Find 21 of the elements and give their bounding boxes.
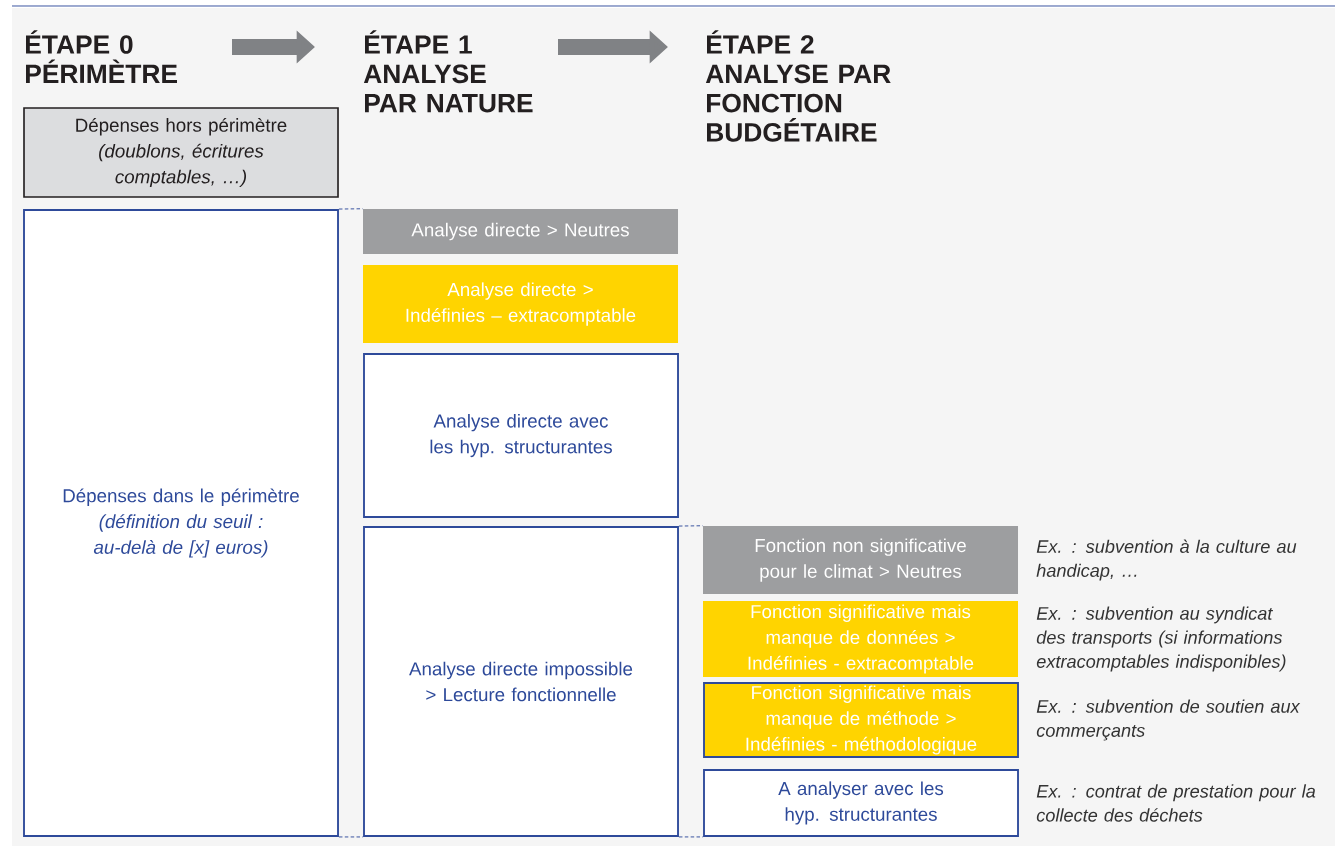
category-box: Analyse directe impossible > Lecture fonctionnelle	[363, 526, 679, 837]
example-note: Ex. : subvention de soutien aux commerçants	[1036, 699, 1301, 741]
example-note: Ex. : subvention à la culture au handicap, …	[1036, 539, 1297, 581]
dashed-connector	[338, 208, 364, 210]
category-box: Analyse directe avec les hyp. structurantes	[363, 353, 679, 518]
dashed-connector	[338, 836, 364, 838]
category-box: Fonction significative mais manque de données > Indéfinies - extracomptable	[703, 601, 1018, 677]
category-box: Dépenses hors périmètre (doublons, écritures comptables, …)	[23, 107, 339, 198]
step-heading: ÉTAPE 1 ANALYSE PAR NATURE	[363, 30, 533, 113]
step-heading: ÉTAPE 2 ANALYSE PAR FONCTION BUDGÉTAIRE	[705, 30, 891, 142]
step-heading: ÉTAPE 0 PÉRIMÈTRE	[26, 30, 177, 83]
category-box: Dépenses dans le périmètre (définition du seuil : au-delà de [x] euros)	[23, 209, 339, 837]
dashed-connector	[678, 836, 704, 838]
example-note: Ex. : subvention au syndicat des transports (si informations extracomptables indisponibles)	[1036, 606, 1286, 672]
dashed-connector	[678, 525, 704, 527]
category-box: Fonction non significative pour le climat > Neutres	[703, 526, 1018, 594]
example-note: Ex. : contrat de prestation pour la collecte des déchets	[1036, 784, 1316, 822]
category-box: Analyse directe > Neutres	[363, 209, 678, 254]
category-box: A analyser avec les hyp. structurantes	[703, 769, 1019, 837]
category-box: Fonction significative mais manque de méthode > Indéfinies - méthodologique	[703, 682, 1019, 758]
category-box: Analyse directe > Indéfinies – extracomptable	[363, 265, 678, 343]
